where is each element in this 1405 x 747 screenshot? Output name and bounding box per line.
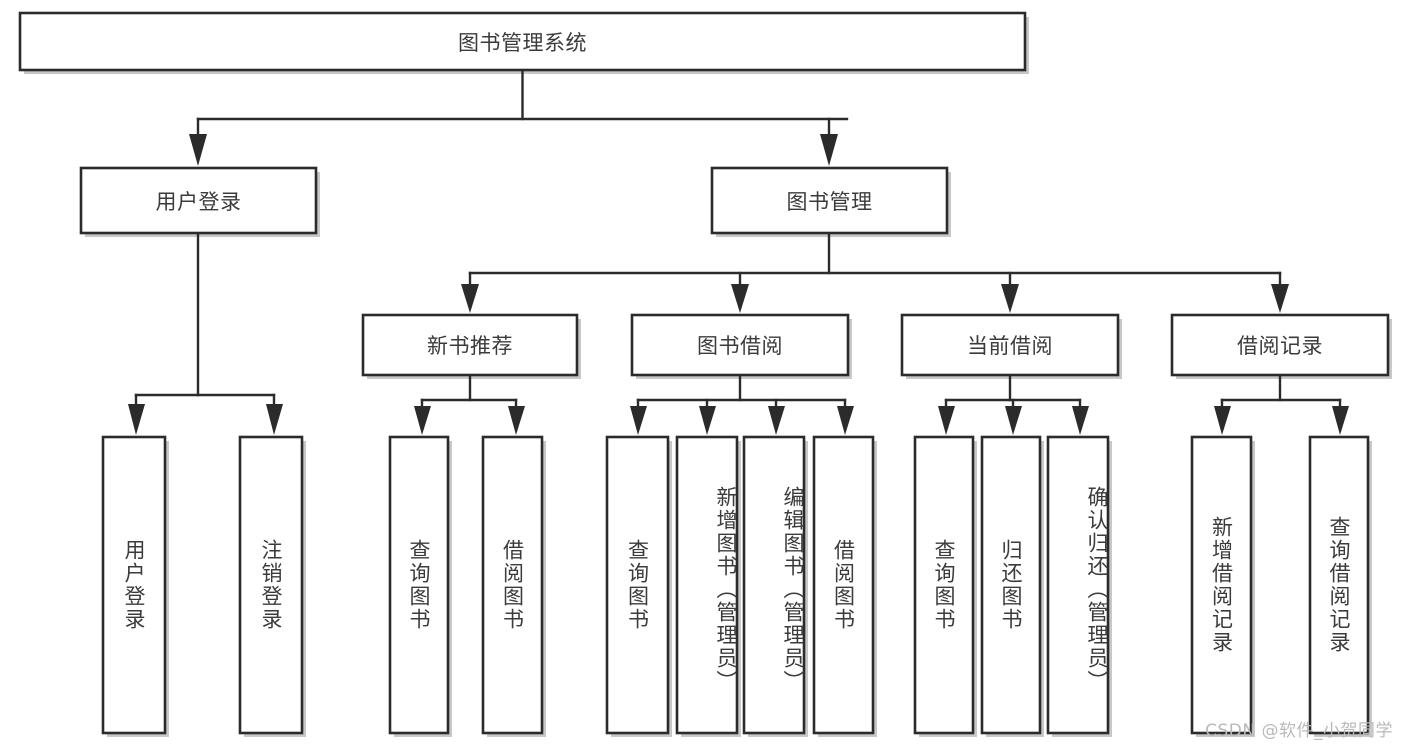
node-box-leaf-13 bbox=[1308, 435, 1370, 735]
arrow-leaf-4 bbox=[508, 406, 525, 435]
node-box-borrow-record bbox=[1170, 313, 1390, 377]
node-box-leaf-8 bbox=[812, 435, 875, 735]
arrow-leaf-1 bbox=[128, 404, 145, 435]
arrow-to-borrow-record bbox=[1271, 284, 1289, 313]
node-box-leaf-3 bbox=[388, 435, 450, 735]
arrow-leaf-7 bbox=[768, 406, 785, 435]
arrow-to-book-mgmt bbox=[820, 134, 838, 166]
arrow-leaf-11 bbox=[1072, 406, 1089, 435]
arrow-leaf-3 bbox=[414, 406, 431, 435]
arrow-leaf-2 bbox=[266, 404, 283, 435]
node-box-book-management bbox=[710, 166, 949, 235]
node-box-root bbox=[18, 11, 1027, 72]
arrow-leaf-6 bbox=[699, 406, 716, 435]
node-box-leaf-9 bbox=[913, 435, 975, 735]
arrow-to-new-book-rec bbox=[461, 284, 479, 313]
node-box-leaf-6 bbox=[675, 435, 739, 735]
arrow-to-book-borrow bbox=[731, 284, 749, 313]
arrow-to-current-borrow bbox=[1001, 284, 1019, 313]
arrow-leaf-12 bbox=[1214, 406, 1231, 435]
node-box-leaf-2 bbox=[238, 435, 304, 735]
arrow-leaf-10 bbox=[1005, 406, 1022, 435]
node-box-leaf-5 bbox=[605, 435, 670, 735]
node-box-leaf-7 bbox=[742, 435, 806, 735]
node-box-book-borrow bbox=[630, 313, 850, 377]
arrow-leaf-13 bbox=[1332, 406, 1349, 435]
node-box-leaf-4 bbox=[481, 435, 544, 735]
arrow-to-user-login bbox=[189, 134, 207, 166]
node-box-leaf-12 bbox=[1190, 435, 1253, 735]
node-box-leaf-10 bbox=[980, 435, 1042, 735]
node-box-new-book-recommend bbox=[361, 313, 579, 377]
node-box-leaf-1 bbox=[101, 435, 167, 735]
arrow-leaf-5 bbox=[630, 406, 647, 435]
edge-layer bbox=[128, 68, 1349, 435]
arrow-leaf-9 bbox=[938, 406, 955, 435]
node-box-leaf-11 bbox=[1046, 435, 1110, 735]
node-box-user-login bbox=[79, 166, 318, 235]
node-box-current-borrow bbox=[900, 313, 1120, 377]
node-box-layer bbox=[18, 11, 1390, 735]
arrow-leaf-8 bbox=[837, 406, 854, 435]
